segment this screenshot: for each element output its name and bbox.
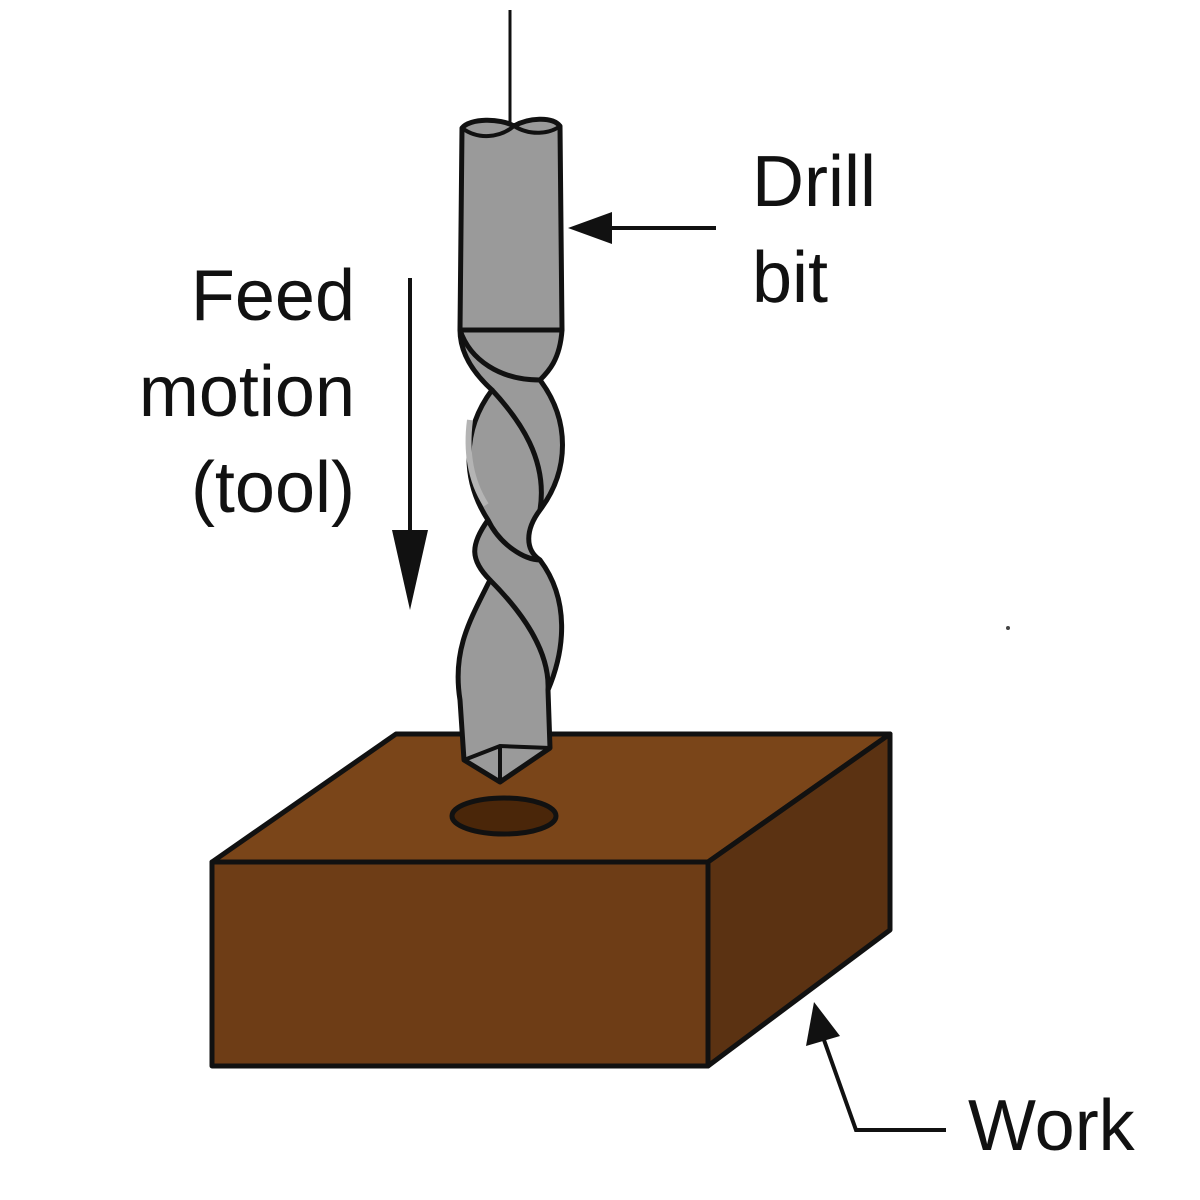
drill-bit-label-line-2: bit (752, 238, 829, 318)
drill-tip (463, 743, 551, 782)
feed-motion-label: Feed motion (tool) (139, 248, 355, 536)
drill-flute-highlight (465, 419, 489, 507)
drill-bit-pointer-arrow (568, 212, 716, 244)
workpiece-front-face (209, 859, 711, 1069)
stray-dot (1006, 626, 1010, 630)
drill-flute-line-1 (457, 329, 541, 383)
feed-motion-arrow (392, 278, 428, 610)
drill-bit-label-line-1: Drill (752, 142, 876, 222)
drill-bit (455, 116, 565, 785)
drill-flute-line-2 (490, 388, 544, 511)
drill-shank-top (460, 123, 562, 138)
feed-motion-label-line-1: Feed (190, 256, 355, 336)
drill-bit-label: Drill bit (752, 134, 876, 326)
drill-shank (457, 116, 565, 333)
drilled-hole (449, 795, 559, 837)
drill-flute-body (455, 327, 565, 785)
drill-flute-line-4 (488, 578, 551, 691)
work-label: Work (968, 1086, 1135, 1166)
feed-motion-label-line-2: motion (138, 352, 355, 432)
feed-motion-label-line-3: (tool) (190, 448, 355, 528)
workpiece-block (209, 731, 893, 1069)
workpiece-side-face (705, 731, 893, 1069)
drill-flute-line-3 (485, 518, 541, 563)
work-pointer-arrow (806, 1002, 946, 1132)
